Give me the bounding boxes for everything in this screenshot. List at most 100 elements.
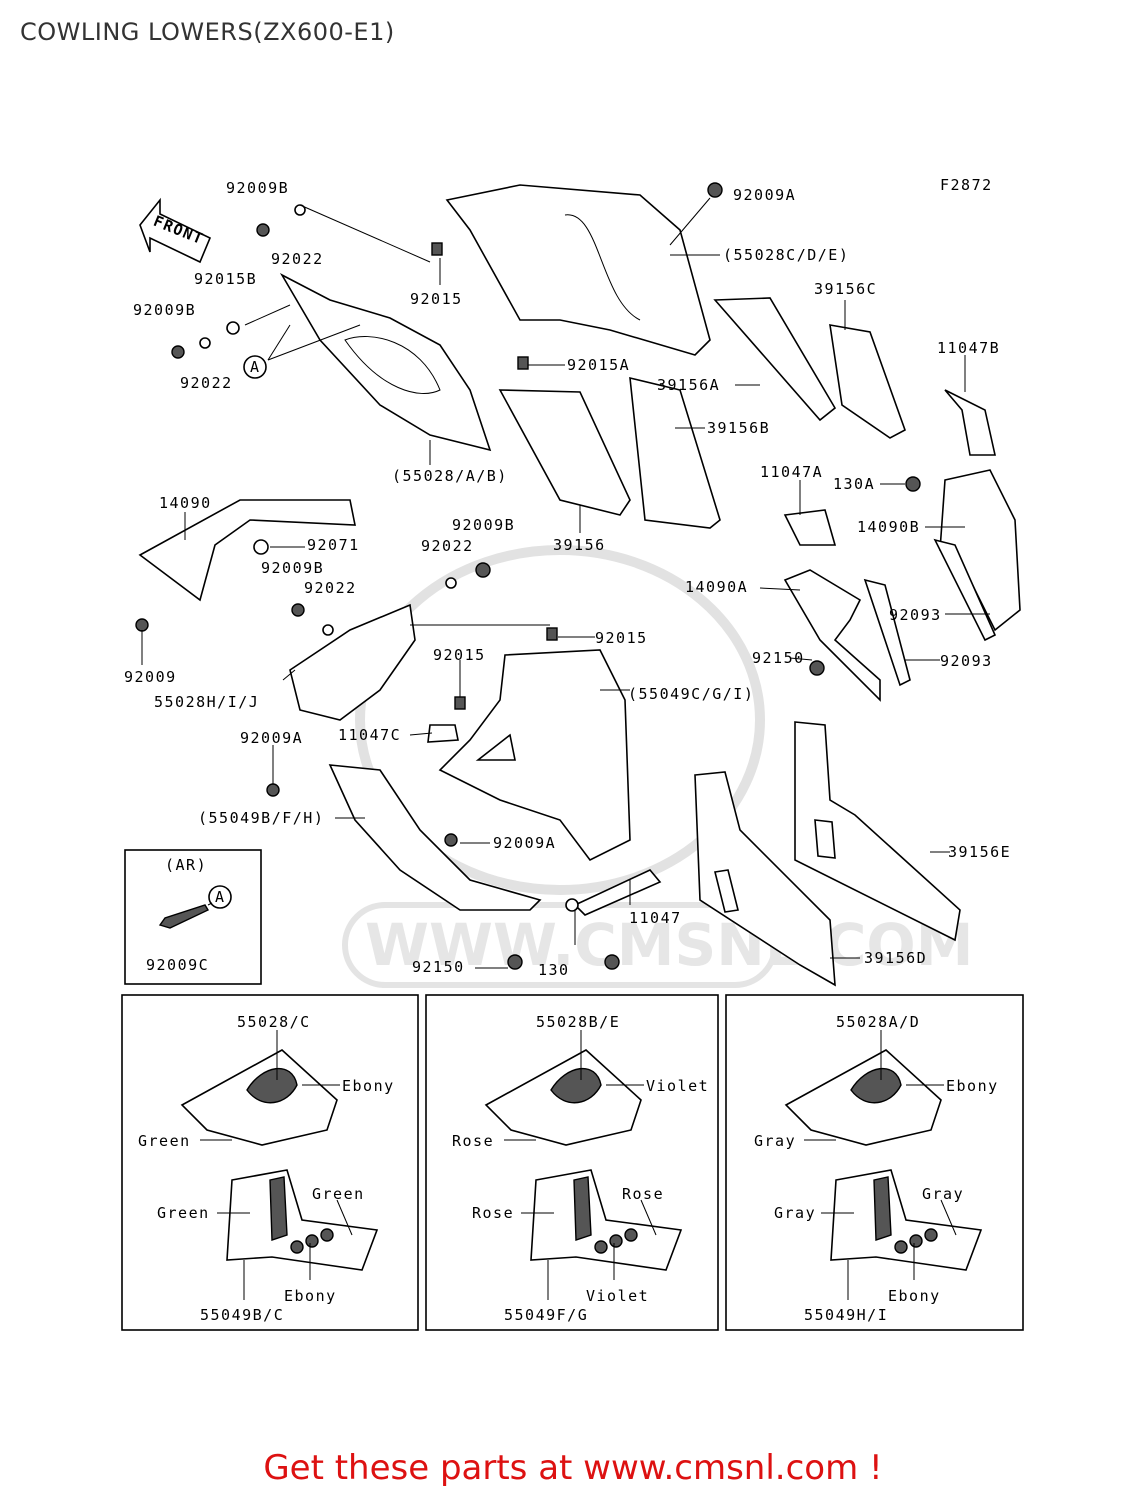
callout-c35: 11047C xyxy=(338,726,401,744)
callout-c19: 92009B xyxy=(452,516,515,534)
callout-c21: 39156 xyxy=(553,536,606,554)
callout-c5: 92022 xyxy=(180,374,233,392)
bracket-14090 xyxy=(138,499,356,602)
callout-c24: 14090B xyxy=(857,518,920,536)
pad-39156e xyxy=(794,721,961,942)
variant-box-2: 55028B/E Violet Rose Rose Rose Violet 55… xyxy=(425,994,719,1331)
variant-2-lower-right: Rose xyxy=(622,1185,664,1203)
bar-11047 xyxy=(573,869,662,916)
variant-1-upper-left: Green xyxy=(138,1132,191,1150)
upper-cowl-part xyxy=(445,184,711,356)
callouts: 92009B 92022 92015B 92009B 92022 92015 9… xyxy=(124,179,1011,979)
pad-39156 xyxy=(498,389,631,516)
variant-2-lower-left: Rose xyxy=(472,1204,514,1222)
callout-c33: 92093 xyxy=(940,652,993,670)
pad-39156d-slot xyxy=(714,869,739,913)
promo-link[interactable]: Get these parts at www.cmsnl.com ! xyxy=(263,1448,883,1488)
callout-c16: 92071 xyxy=(307,536,360,554)
callout-c34: 92009A xyxy=(240,729,303,747)
inset-heading: (AR) xyxy=(165,856,207,874)
variant-3-lower: 55049H/I xyxy=(804,1306,888,1324)
strip-92093a xyxy=(933,538,997,642)
callout-c22: 11047A xyxy=(760,463,823,481)
variant-3-lower-right: Gray xyxy=(922,1185,964,1203)
variant-box-3: 55028A/D Ebony Gray Gray Gray Ebony 5504… xyxy=(725,994,1024,1331)
leader-lines xyxy=(141,197,990,969)
parts-diagram: WWW.CMSNL.COM FRONT F2872 xyxy=(121,176,1024,1331)
callout-c18: 92022 xyxy=(304,579,357,597)
strip-92093b xyxy=(863,578,911,687)
front-arrow-icon: FRONT xyxy=(139,197,212,264)
marker-a-text: A xyxy=(250,358,261,376)
variant-1-lower-bottom: Ebony xyxy=(284,1287,337,1305)
callout-c20: 92022 xyxy=(421,537,474,555)
variant-3-upper: 55028A/D xyxy=(836,1013,920,1031)
callout-c8: (55028C/D/E) xyxy=(723,246,849,264)
watermark: WWW.CMSNL.COM xyxy=(342,545,973,988)
variant-3-lower-bottom: Ebony xyxy=(888,1287,941,1305)
variant-3-upper-left: Gray xyxy=(754,1132,796,1150)
inset-marker: A xyxy=(215,888,226,906)
variant-2-upper-top: Violet xyxy=(646,1077,709,1095)
pad-39156c xyxy=(829,324,906,439)
callout-c10: 11047B xyxy=(937,339,1000,357)
pad-39156e-slot xyxy=(814,819,836,859)
callout-c29: 92015 xyxy=(595,629,648,647)
duct-55028hij xyxy=(289,603,416,721)
callout-c11: 92015A xyxy=(567,356,630,374)
variant-1-lower: 55049B/C xyxy=(200,1306,284,1324)
marker-a xyxy=(243,355,267,379)
pad-39156b xyxy=(629,376,721,529)
variant-1-lower-left: Green xyxy=(157,1204,210,1222)
callout-c28: 92015 xyxy=(433,646,486,664)
callout-c1: 92009B xyxy=(226,179,289,197)
callout-c30: (55049C/G/I) xyxy=(628,685,754,703)
callout-c41: 130 xyxy=(538,961,570,979)
variant-3-upper-top: Ebony xyxy=(946,1077,999,1095)
variant-box-1: 55028/C Ebony Green Green Green Ebony 55… xyxy=(121,994,419,1331)
callout-c31: 92093 xyxy=(889,606,942,624)
callout-c38: 39156E xyxy=(948,843,1011,861)
figure-code: F2872 xyxy=(940,176,993,194)
stay-14090a xyxy=(783,569,881,702)
inset-label: 92009C xyxy=(146,956,209,974)
variant-1-upper: 55028/C xyxy=(237,1013,311,1031)
callout-c15: 14090 xyxy=(159,494,212,512)
callout-c26: 92009 xyxy=(124,668,177,686)
watermark-text: WWW.CMSNL.COM xyxy=(365,911,973,979)
fasteners xyxy=(135,182,921,970)
variant-1-upper-top: Ebony xyxy=(342,1077,395,1095)
callout-c36: (55049B/F/H) xyxy=(198,809,324,827)
variant-2-upper-left: Rose xyxy=(452,1132,494,1150)
callout-c2: 92022 xyxy=(271,250,324,268)
inset-ar: (AR) A 92009C xyxy=(124,849,262,985)
variant-2-lower: 55049F/G xyxy=(504,1306,588,1324)
variant-2-upper: 55028B/E xyxy=(536,1013,620,1031)
callout-c37: 92009A xyxy=(493,834,556,852)
callout-c3: 92015B xyxy=(194,270,257,288)
callout-c39: 11047 xyxy=(629,909,682,927)
variant-2-lower-bottom: Violet xyxy=(586,1287,649,1305)
bracket-11047c xyxy=(427,724,459,743)
callout-c17: 92009B xyxy=(261,559,324,577)
variant-1-lower-right: Green xyxy=(312,1185,365,1203)
left-cowl-part xyxy=(279,273,492,452)
callout-c12: 39156A xyxy=(657,376,720,394)
callout-c25: 14090A xyxy=(685,578,748,596)
callout-c13: 39156B xyxy=(707,419,770,437)
callout-c14: (55028/A/B) xyxy=(392,467,508,485)
variant-3-lower-left: Gray xyxy=(774,1204,816,1222)
callout-c7: 92009A xyxy=(733,186,796,204)
lower-cowl-left xyxy=(328,764,542,911)
pad-39156d xyxy=(694,771,836,987)
bracket-11047a xyxy=(783,509,837,546)
callout-c40: 92150 xyxy=(412,958,465,976)
callout-c32: 92150 xyxy=(752,649,805,667)
callout-c42: 39156D xyxy=(864,949,927,967)
callout-c6: 92015 xyxy=(410,290,463,308)
lower-cowl-duct xyxy=(475,733,516,761)
callout-c23: 130A xyxy=(833,475,875,493)
callout-c4: 92009B xyxy=(133,301,196,319)
bracket-11047b xyxy=(944,389,996,456)
page-title: COWLING LOWERS(ZX600-E1) xyxy=(20,18,395,46)
